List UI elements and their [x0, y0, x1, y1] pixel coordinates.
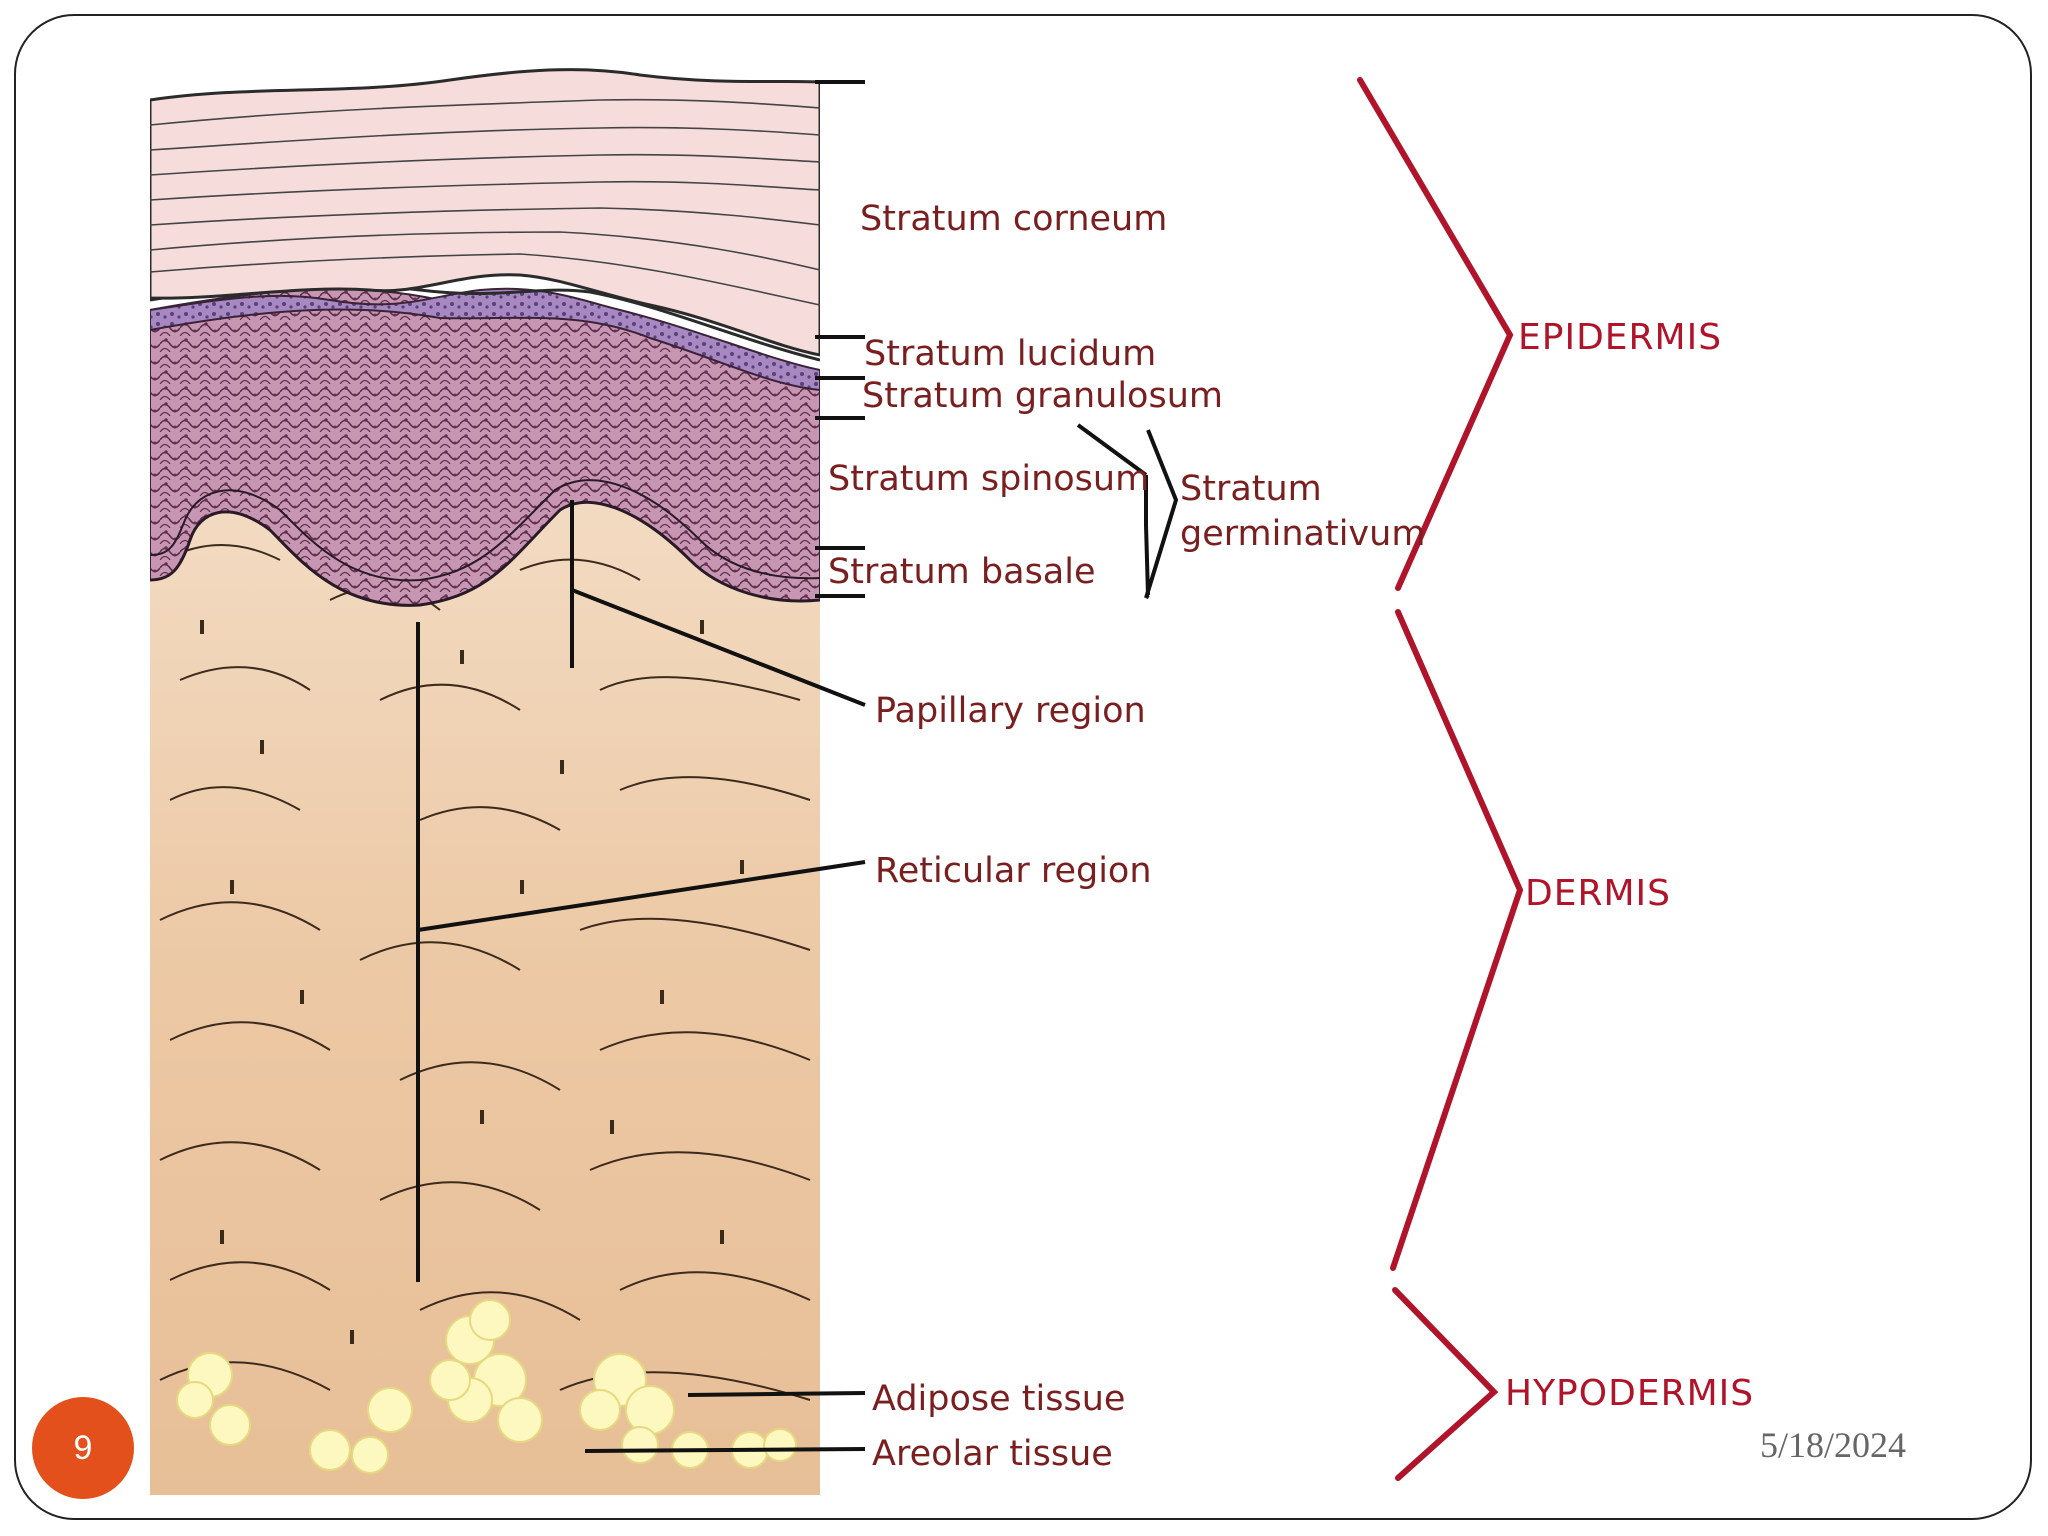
label-stratum-lucidum: Stratum lucidum [864, 334, 1156, 374]
stratum-granulosum-tissue [150, 287, 820, 392]
label-adipose-tissue: Adipose tissue [872, 1379, 1125, 1419]
leader-lines [416, 80, 1179, 1453]
label-hypodermis: HYPODERMIS [1505, 1373, 1754, 1414]
dermis-specks [200, 620, 744, 1344]
label-stratum-germinativum-line2: germinativum [1180, 514, 1425, 554]
label-epidermis: EPIDERMIS [1518, 317, 1722, 358]
hypodermis-bracket [1392, 1287, 1499, 1481]
label-stratum-germinativum-line1: Stratum [1180, 469, 1322, 509]
stratum-basale-tissue [150, 500, 820, 607]
label-stratum-spinosum: Stratum spinosum [828, 459, 1149, 499]
label-stratum-corneum: Stratum corneum [860, 199, 1167, 239]
label-stratum-basale: Stratum basale [828, 552, 1096, 592]
label-reticular-region: Reticular region [875, 851, 1152, 891]
slide-frame [14, 14, 2032, 1520]
label-dermis: DERMIS [1525, 873, 1671, 914]
tissue-illustration [150, 68, 820, 1495]
stratum-corneum-tissue [150, 68, 820, 357]
epidermis-bracket [1357, 77, 1514, 591]
corneum-layers [150, 98, 820, 306]
dermis-bracket [1390, 609, 1524, 1271]
slide-date: 5/18/2024 [1760, 1425, 1907, 1465]
zone-brackets [1357, 77, 1524, 1481]
page-number-badge: 9 [32, 1397, 134, 1499]
label-papillary-region: Papillary region [875, 691, 1146, 731]
label-stratum-granulosum: Stratum granulosum [862, 376, 1223, 416]
label-areolar-tissue: Areolar tissue [872, 1434, 1113, 1474]
